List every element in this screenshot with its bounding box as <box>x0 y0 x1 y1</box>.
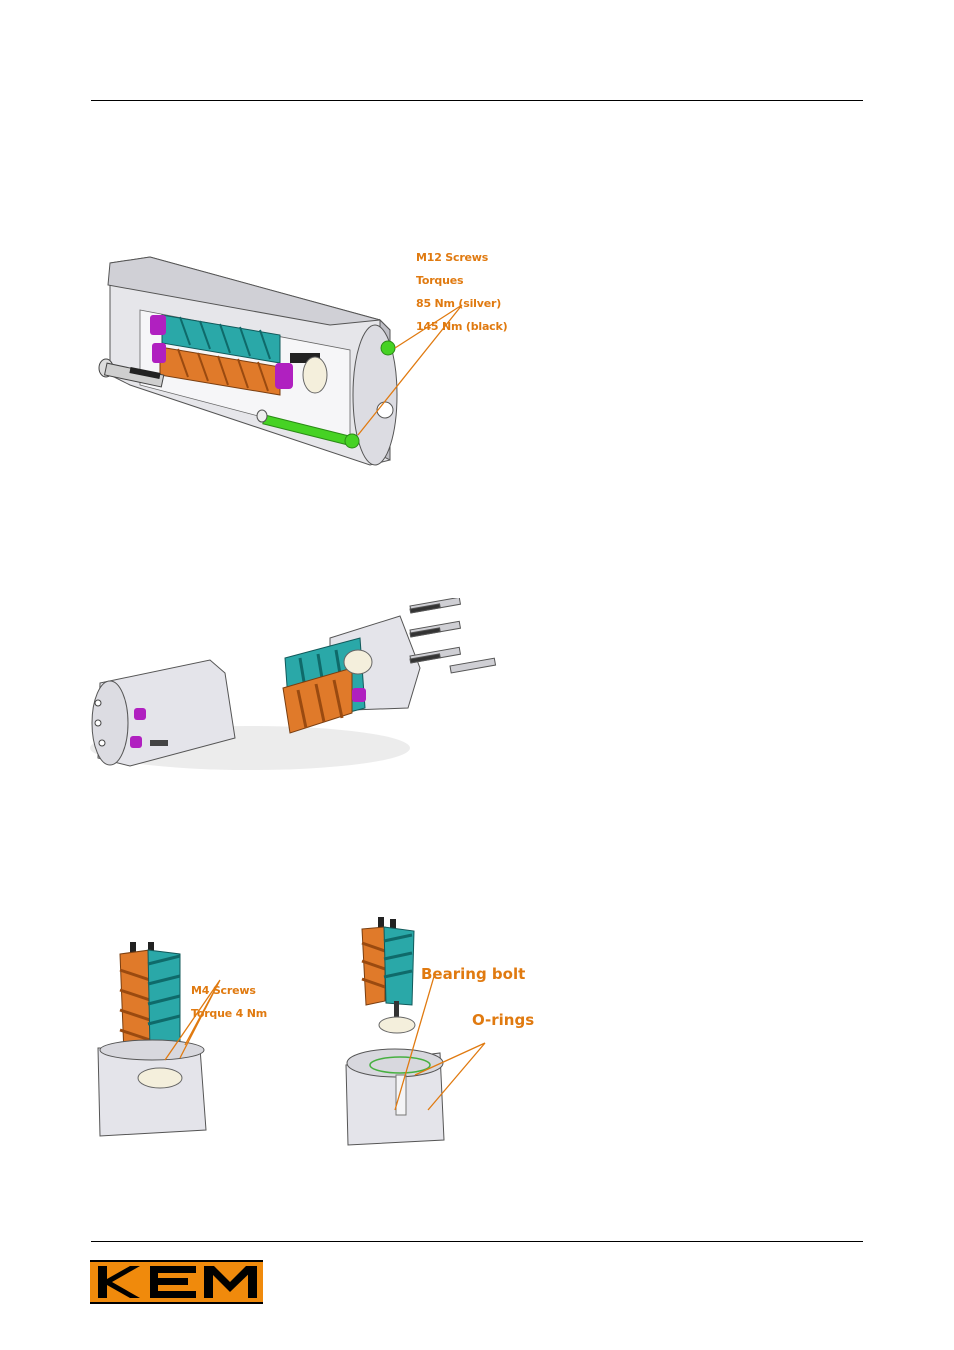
m12-screw-head-top <box>381 341 395 355</box>
exploded-bolts <box>410 598 496 673</box>
header-rule <box>91 100 863 101</box>
footer-rule <box>91 1241 863 1242</box>
m4-callout-line1: M4 Screws <box>191 985 267 997</box>
bearing-purple-1 <box>150 315 166 335</box>
m12-callout-sub: Torques <box>416 275 507 287</box>
bearing-bolt-label: Bearing bolt <box>421 967 525 983</box>
m12-callout: M12 Screws Torques 85 Nm (silver) 145 Nm… <box>416 240 507 344</box>
figure-bearing-bolt <box>340 915 550 1150</box>
m4-callout-line2: Torque 4 Nm <box>191 1008 267 1020</box>
bearing-purple-2 <box>152 343 166 363</box>
m12-callout-title: M12 Screws <box>416 252 507 264</box>
kem-logo-mark <box>90 1262 263 1302</box>
bearing-purple-3 <box>275 363 293 389</box>
figure-m4-assembly <box>90 940 290 1140</box>
right-assembly <box>283 616 420 733</box>
o-rings-label: O-rings <box>472 1013 534 1029</box>
figure-exploded-view <box>90 598 550 783</box>
m12-callout-silver: 85 Nm (silver) <box>416 298 507 310</box>
m4-callout: M4 Screws Torque 4 Nm <box>191 973 267 1031</box>
m12-callout-black: 145 Nm (black) <box>416 321 507 333</box>
kem-logo <box>90 1260 263 1304</box>
